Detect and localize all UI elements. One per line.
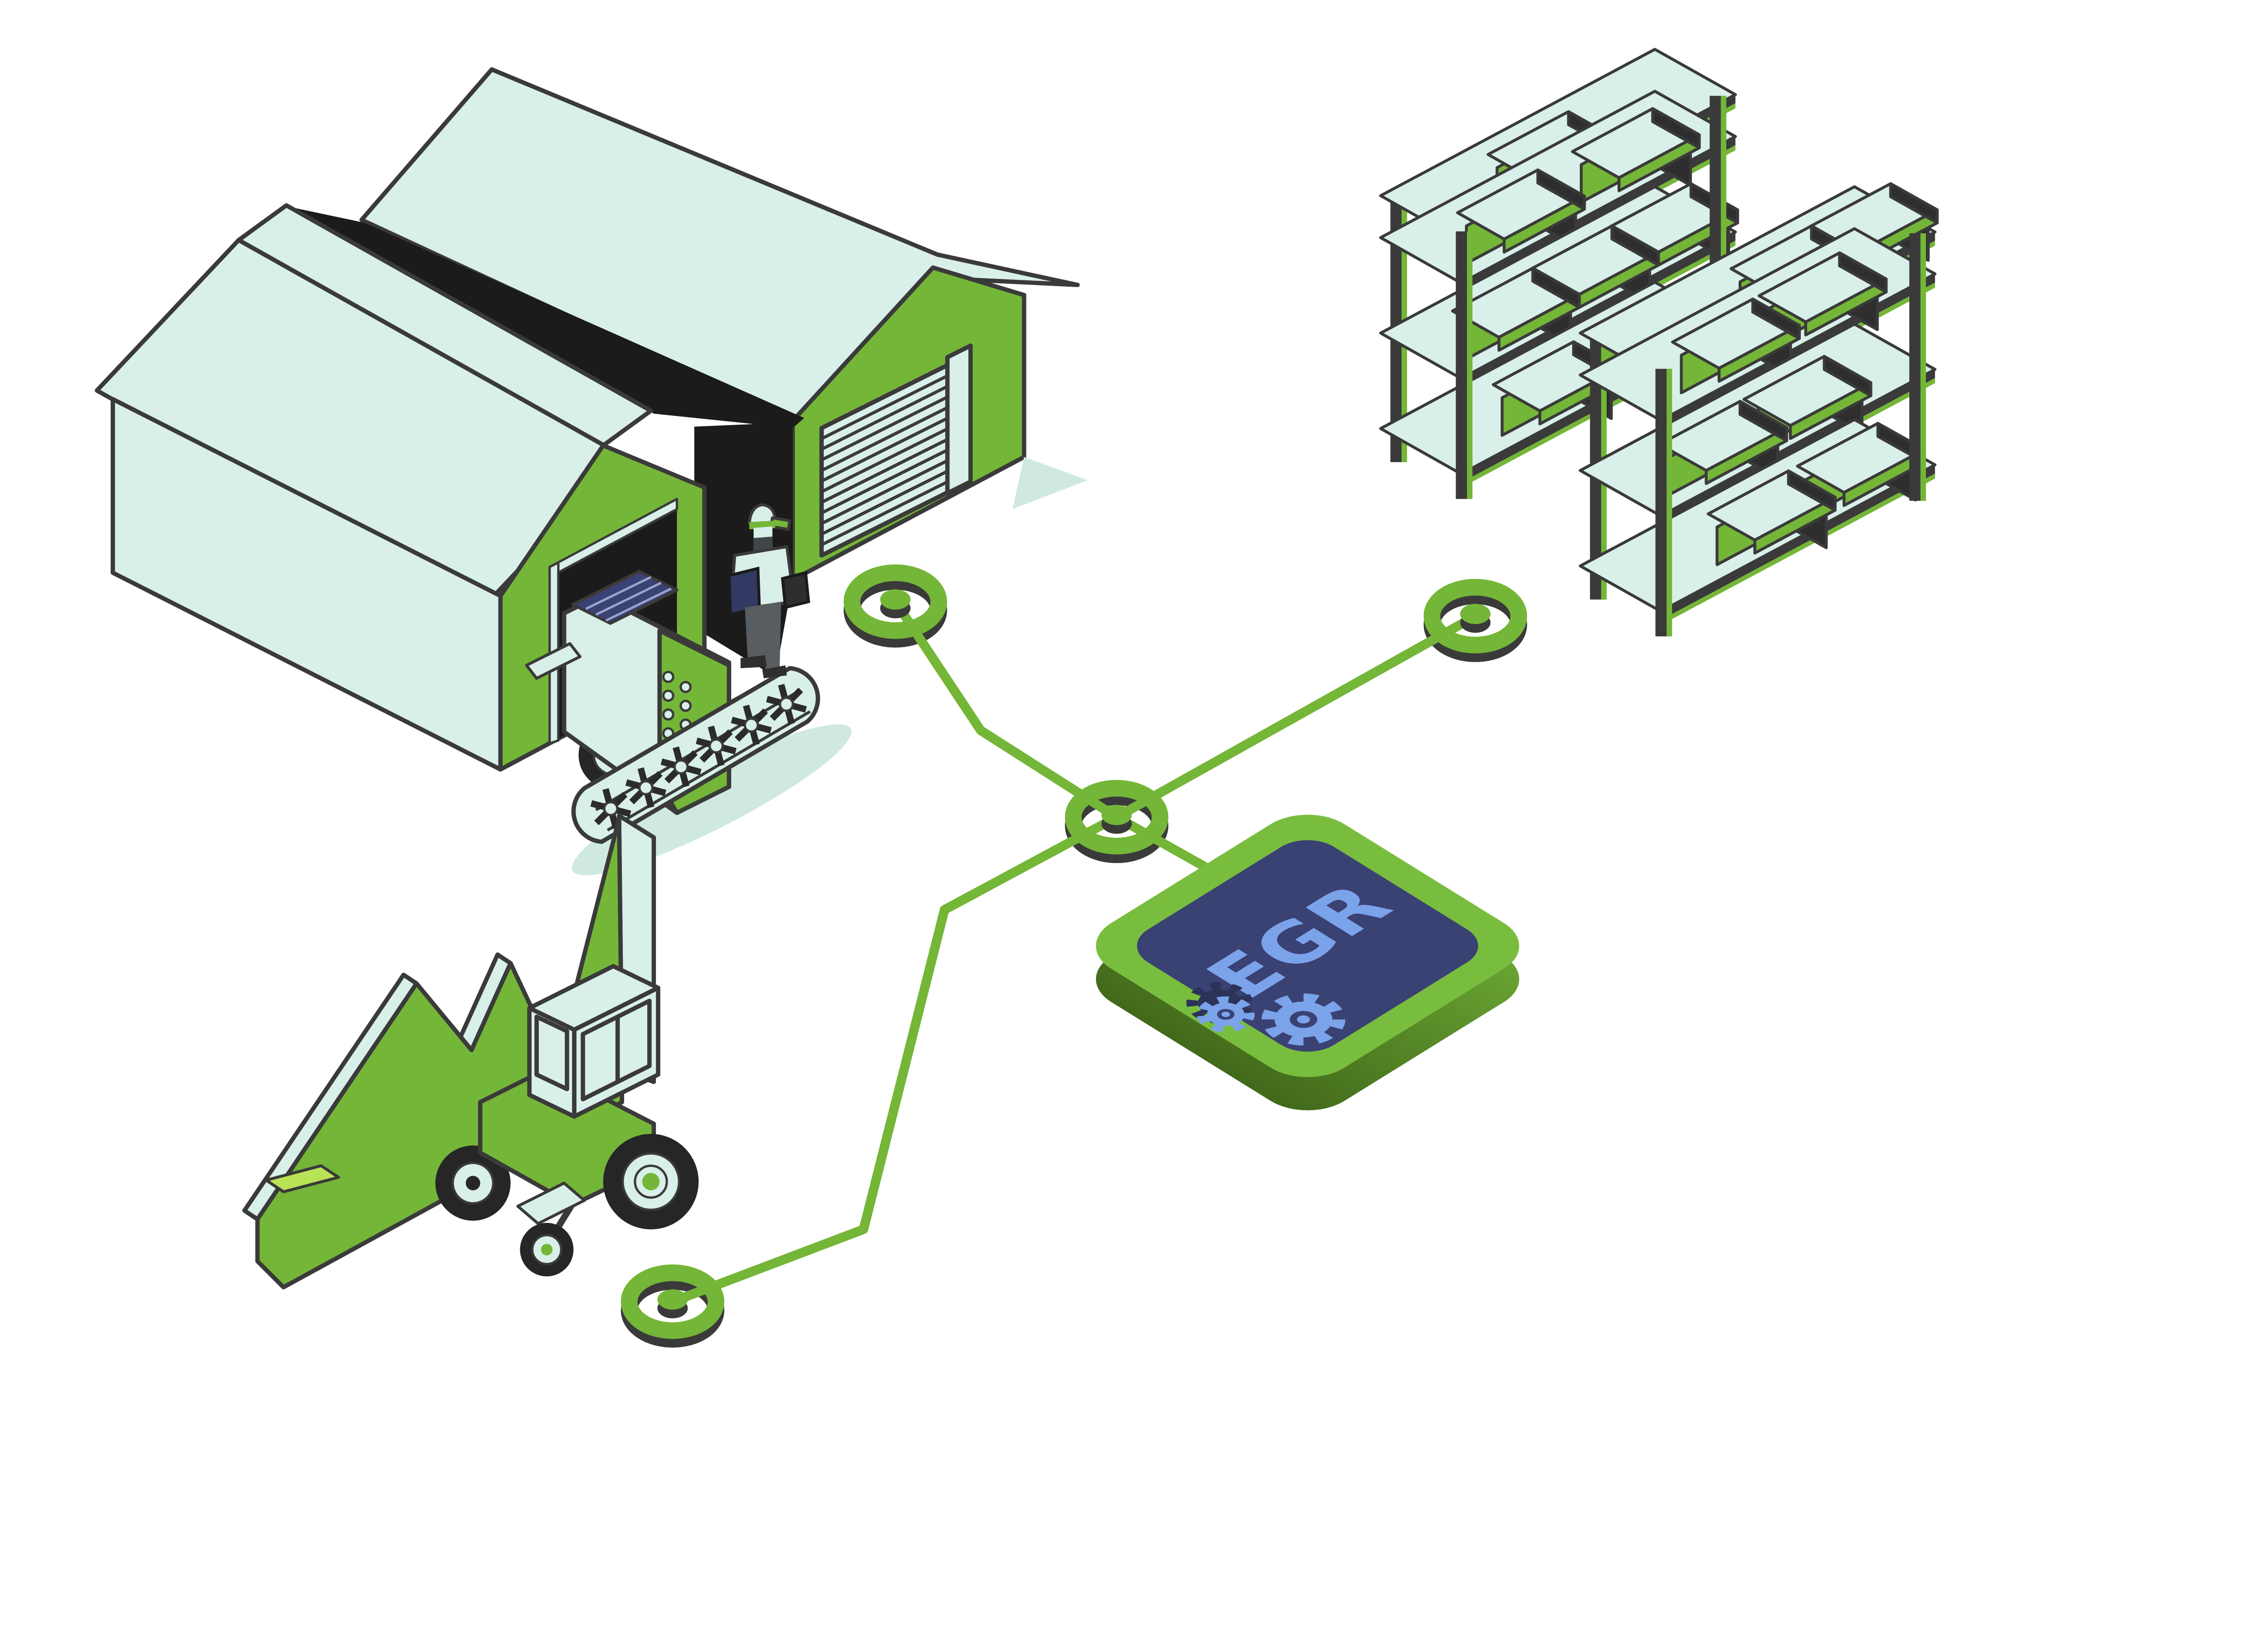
garage-door-stripe — [821, 371, 956, 440]
farmer-shoe — [740, 655, 767, 669]
network-node-rings — [621, 564, 1527, 1348]
headlight — [662, 670, 675, 683]
warehouse-rack — [1379, 48, 1939, 637]
garage-door-stripe — [821, 424, 956, 493]
reel-star — [590, 788, 631, 829]
headlight — [679, 681, 692, 694]
headlight — [662, 689, 675, 702]
storage-box-lid-side — [1751, 298, 1801, 340]
reel-star — [731, 704, 772, 746]
growth-node-dot — [657, 1289, 688, 1310]
garage-door-stripe — [821, 445, 956, 515]
roof-gap-shadow — [289, 206, 804, 428]
network-node-dots — [657, 589, 1491, 1319]
reel-star — [626, 767, 666, 808]
growth-link — [671, 813, 1119, 1306]
hub-node-ring — [1065, 780, 1168, 855]
farmer-leg — [745, 604, 765, 661]
storage-box-lid-side — [1610, 224, 1660, 267]
garage-door-stripe — [821, 455, 956, 525]
headlight — [662, 708, 675, 721]
storage-box-lid-side — [1787, 469, 1837, 512]
garage-door-stripe — [821, 381, 956, 451]
rack-post-trim — [1920, 233, 1926, 501]
reel-header — [571, 666, 820, 844]
isometric-scene: EGR — [94, 48, 1939, 1348]
storage-box-lid-side — [1838, 251, 1888, 294]
solar-panel-line — [585, 576, 652, 610]
warehouse-node-dot — [1460, 604, 1491, 624]
garage-door — [819, 343, 973, 558]
garage-door-stripe — [821, 477, 956, 547]
barn-node-dot — [880, 589, 911, 610]
garage-door-stripe — [821, 413, 956, 483]
garage-door-stripes — [821, 371, 956, 547]
warehouse-link — [1114, 612, 1478, 821]
garage-door-stripe — [821, 392, 956, 462]
warehouse-node-ring — [1423, 579, 1527, 654]
tractor-front-hub-dot — [541, 1244, 553, 1255]
headlight — [679, 699, 692, 712]
reel-axle — [606, 710, 811, 832]
shelf-edge — [1661, 464, 1935, 620]
egr-chip: EGR — [1096, 815, 1520, 1111]
tractor-far-hub — [465, 1176, 480, 1191]
tractor — [435, 964, 699, 1277]
combine-spout — [525, 642, 582, 680]
farmer-laptop — [781, 571, 810, 610]
solar-panel-line — [605, 587, 672, 622]
growth-node-ring — [621, 1264, 724, 1339]
storage-box-lid-side — [1531, 267, 1581, 309]
rack-post-trim — [1667, 369, 1672, 637]
garage-door-stripe — [821, 434, 956, 504]
ground-apron — [1012, 457, 1088, 509]
reel-star — [660, 746, 702, 787]
garage-door-frame-right — [945, 343, 973, 496]
barn-node-ring — [843, 564, 947, 639]
storage-box-lid-side — [1738, 400, 1788, 442]
storage-box-lid-side — [1536, 168, 1586, 211]
tractor-window — [534, 1014, 569, 1091]
farmer — [727, 503, 810, 679]
farmer-leg — [763, 601, 781, 673]
rack-post-trim — [1467, 231, 1473, 499]
barn-link — [891, 599, 1119, 821]
solar-panel — [571, 570, 679, 625]
chip-link — [1114, 813, 1212, 874]
network-links — [671, 599, 1478, 1306]
reel-star — [766, 684, 807, 725]
garage-door-stripe — [821, 466, 956, 536]
storage-box-lid-side — [1651, 107, 1701, 150]
shelf-trim — [1661, 474, 1935, 625]
tractor-rear-hub-dot — [642, 1173, 660, 1191]
tractor-fender — [516, 1182, 586, 1225]
reel-stars — [590, 684, 807, 829]
solar-panel-line — [595, 581, 662, 616]
reel-star — [695, 725, 737, 767]
chart-foot-cap — [264, 1164, 340, 1193]
garage-door-stripe — [821, 402, 956, 472]
storage-box-lid-side — [1889, 182, 1939, 225]
storage-box-lid-side — [1823, 355, 1872, 397]
farmer-shoe — [762, 665, 787, 679]
combine-harvester — [525, 570, 852, 875]
hub-node-dot — [1101, 805, 1132, 825]
